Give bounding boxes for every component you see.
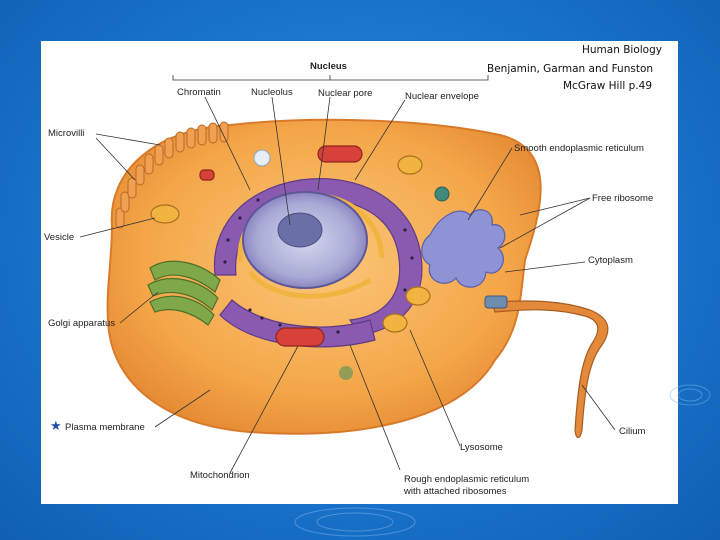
cilium <box>491 300 609 439</box>
green-vesicle <box>434 186 450 202</box>
mitochondria <box>199 145 363 347</box>
label-nuclear-envelope: Nuclear envelope <box>405 91 479 102</box>
label-rough-er-line-1: Rough endoplasmic reticulum <box>404 474 530 485</box>
nucleolus <box>277 212 323 248</box>
label-nucleus: Nucleus <box>310 61 347 72</box>
lysosome-small <box>339 366 353 380</box>
golgi-apparatus <box>147 260 221 326</box>
star-icon: ★ <box>50 418 62 433</box>
white-vesicle <box>253 149 271 167</box>
citation-line-3: McGraw Hill p.49 <box>563 80 652 92</box>
label-cilium: Cilium <box>619 426 646 437</box>
label-microvilli: Microvilli <box>48 128 85 139</box>
label-chromatin: Chromatin <box>177 87 221 98</box>
basal-body <box>484 295 508 309</box>
label-rough-er-line-2: with attached ribosomes <box>404 486 507 497</box>
label-nucleolus: Nucleolus <box>251 87 293 98</box>
label-plasma-membrane: Plasma membrane <box>65 422 145 433</box>
label-lysosome: Lysosome <box>460 442 503 453</box>
leader-lines <box>79 75 616 474</box>
label-nuclear-pore: Nuclear pore <box>318 88 373 99</box>
label-mitochondrion: Mitochondrion <box>190 470 250 481</box>
microvilli-group <box>115 121 229 229</box>
label-golgi-apparatus: Golgi apparatus <box>48 318 116 329</box>
vesicles <box>150 155 431 333</box>
label-free-ribosome: Free ribosome <box>592 193 654 204</box>
label-vesicle: Vesicle <box>44 232 75 243</box>
citation-line-2: Benjamin, Garman and Funston <box>487 63 654 75</box>
label-cytoplasm: Cytoplasm <box>588 255 633 266</box>
label-smooth-er: Smooth endoplasmic reticulum <box>514 143 644 154</box>
citation-line-1: Human Biology <box>582 44 662 56</box>
